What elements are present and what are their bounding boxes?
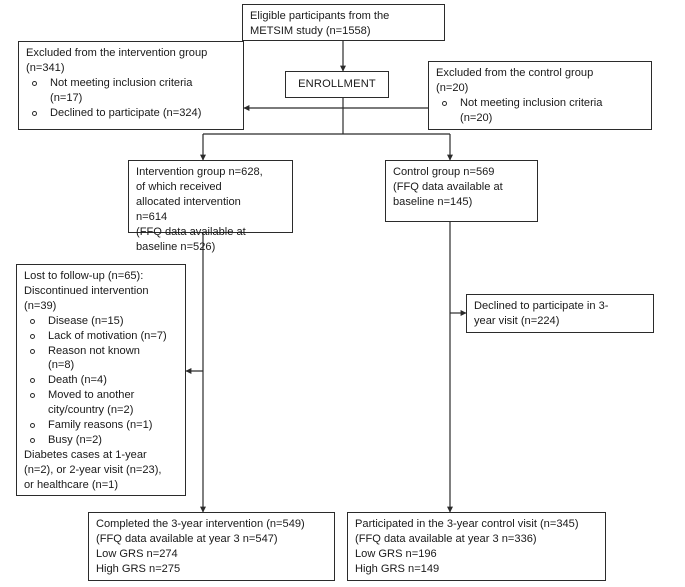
control-line-2: (FFQ data available at — [393, 181, 503, 194]
completed-intervention-line-2: (FFQ data available at year 3 n=547) — [96, 533, 278, 546]
lost-followup-line-2: Discontinued intervention — [24, 284, 149, 297]
declined-3year-line-2: year visit (n=224) — [474, 315, 560, 328]
list-item: Death (n=4) — [24, 373, 179, 388]
node-intervention-group: Intervention group n=628, of which recei… — [128, 160, 293, 253]
lost-followup-line-1: Lost to follow-up (n=65): — [24, 270, 144, 282]
node-excluded-intervention: Excluded from the intervention group (n=… — [18, 41, 244, 130]
list-item: Disease (n=15) — [24, 314, 179, 329]
eligible-line-2: METSIM study (n=1558) — [250, 25, 371, 38]
node-completed-intervention: Completed the 3-year intervention (n=549… — [88, 512, 335, 581]
control-line-3: baseline n=145) — [393, 196, 473, 209]
declined-3year-line-1: Declined to participate in 3- — [474, 300, 609, 312]
excluded-control-line-2: (n=20) — [436, 82, 469, 95]
list-item: Busy (n=2) — [24, 433, 179, 448]
lost-followup-bullets: Disease (n=15) Lack of motivation (n=7) … — [24, 314, 179, 448]
bullet-text: Not meeting inclusion criteria — [50, 77, 193, 90]
node-participated-control: Participated in the 3-year control visit… — [347, 512, 606, 581]
lost-followup-bottom-line-3: or healthcare (n=1) — [24, 478, 119, 491]
control-line-1: Control group n=569 — [393, 166, 495, 178]
list-item: Lack of motivation (n=7) — [24, 329, 179, 344]
participated-control-line-2: (FFQ data available at year 3 n=336) — [355, 533, 537, 546]
bullet-text: Disease (n=15) — [48, 314, 124, 327]
bullet-text: Busy (n=2) — [48, 433, 102, 446]
excluded-intervention-line-2: (n=341) — [26, 62, 65, 75]
bullet-text: Moved to another — [48, 389, 135, 402]
list-item: Not meeting inclusion criteria (n=17) — [26, 76, 237, 106]
participated-control-line-4: High GRS n=149 — [355, 563, 440, 576]
bullet-subtext: city/country (n=2) — [48, 404, 134, 417]
bullet-text: Lack of motivation (n=7) — [48, 329, 167, 342]
completed-intervention-line-4: High GRS n=275 — [96, 563, 181, 576]
intervention-line-2: of which received — [136, 181, 222, 194]
bullet-subtext: (n=17) — [50, 92, 83, 105]
bullet-text: Not meeting inclusion criteria — [460, 97, 603, 110]
lost-followup-bottom-line-2: (n=2), or 2-year visit (n=23), — [24, 463, 162, 476]
eligible-line-1: Eligible participants from the — [250, 10, 390, 22]
excluded-intervention-line-1: Excluded from the intervention group — [26, 47, 208, 59]
bullet-text: Reason not known — [48, 344, 140, 357]
list-item: Reason not known (n=8) — [24, 344, 179, 374]
excluded-intervention-bullets: Not meeting inclusion criteria (n=17) De… — [26, 76, 237, 121]
list-item: Family reasons (n=1) — [24, 418, 179, 433]
completed-intervention-line-3: Low GRS n=274 — [96, 548, 178, 561]
node-excluded-control: Excluded from the control group (n=20) N… — [428, 61, 652, 130]
intervention-line-5: (FFQ data available at — [136, 226, 246, 239]
node-lost-to-followup: Lost to follow-up (n=65): Discontinued i… — [16, 264, 186, 496]
excluded-control-bullets: Not meeting inclusion criteria (n=20) — [436, 96, 645, 126]
excluded-control-line-1: Excluded from the control group — [436, 67, 594, 79]
bullet-text: Declined to participate (n=324) — [50, 107, 202, 120]
list-item: Declined to participate (n=324) — [26, 106, 237, 121]
intervention-line-4: n=614 — [136, 211, 168, 224]
intervention-line-6: baseline n=526) — [136, 241, 216, 254]
bullet-subtext: (n=20) — [460, 112, 493, 125]
participated-control-line-1: Participated in the 3-year control visit… — [355, 518, 579, 530]
list-item: Moved to another city/country (n=2) — [24, 388, 179, 418]
lost-followup-line-3: (n=39) — [24, 299, 57, 312]
bullet-text: Death (n=4) — [48, 374, 107, 387]
intervention-line-1: Intervention group n=628, — [136, 166, 263, 178]
list-item: Not meeting inclusion criteria (n=20) — [436, 96, 645, 126]
node-declined-3year-visit: Declined to participate in 3- year visit… — [466, 294, 654, 333]
enrollment-label: ENROLLMENT — [298, 77, 376, 90]
completed-intervention-line-1: Completed the 3-year intervention (n=549… — [96, 518, 305, 530]
intervention-line-3: allocated intervention — [136, 196, 241, 209]
bullet-subtext: (n=8) — [48, 359, 75, 372]
node-eligible-participants: Eligible participants from the METSIM st… — [242, 4, 445, 41]
participated-control-line-3: Low GRS n=196 — [355, 548, 437, 561]
node-enrollment: ENROLLMENT — [285, 71, 389, 98]
bullet-text: Family reasons (n=1) — [48, 419, 153, 432]
node-control-group: Control group n=569 (FFQ data available … — [385, 160, 538, 222]
lost-followup-bottom-line-1: Diabetes cases at 1-year — [24, 448, 147, 461]
